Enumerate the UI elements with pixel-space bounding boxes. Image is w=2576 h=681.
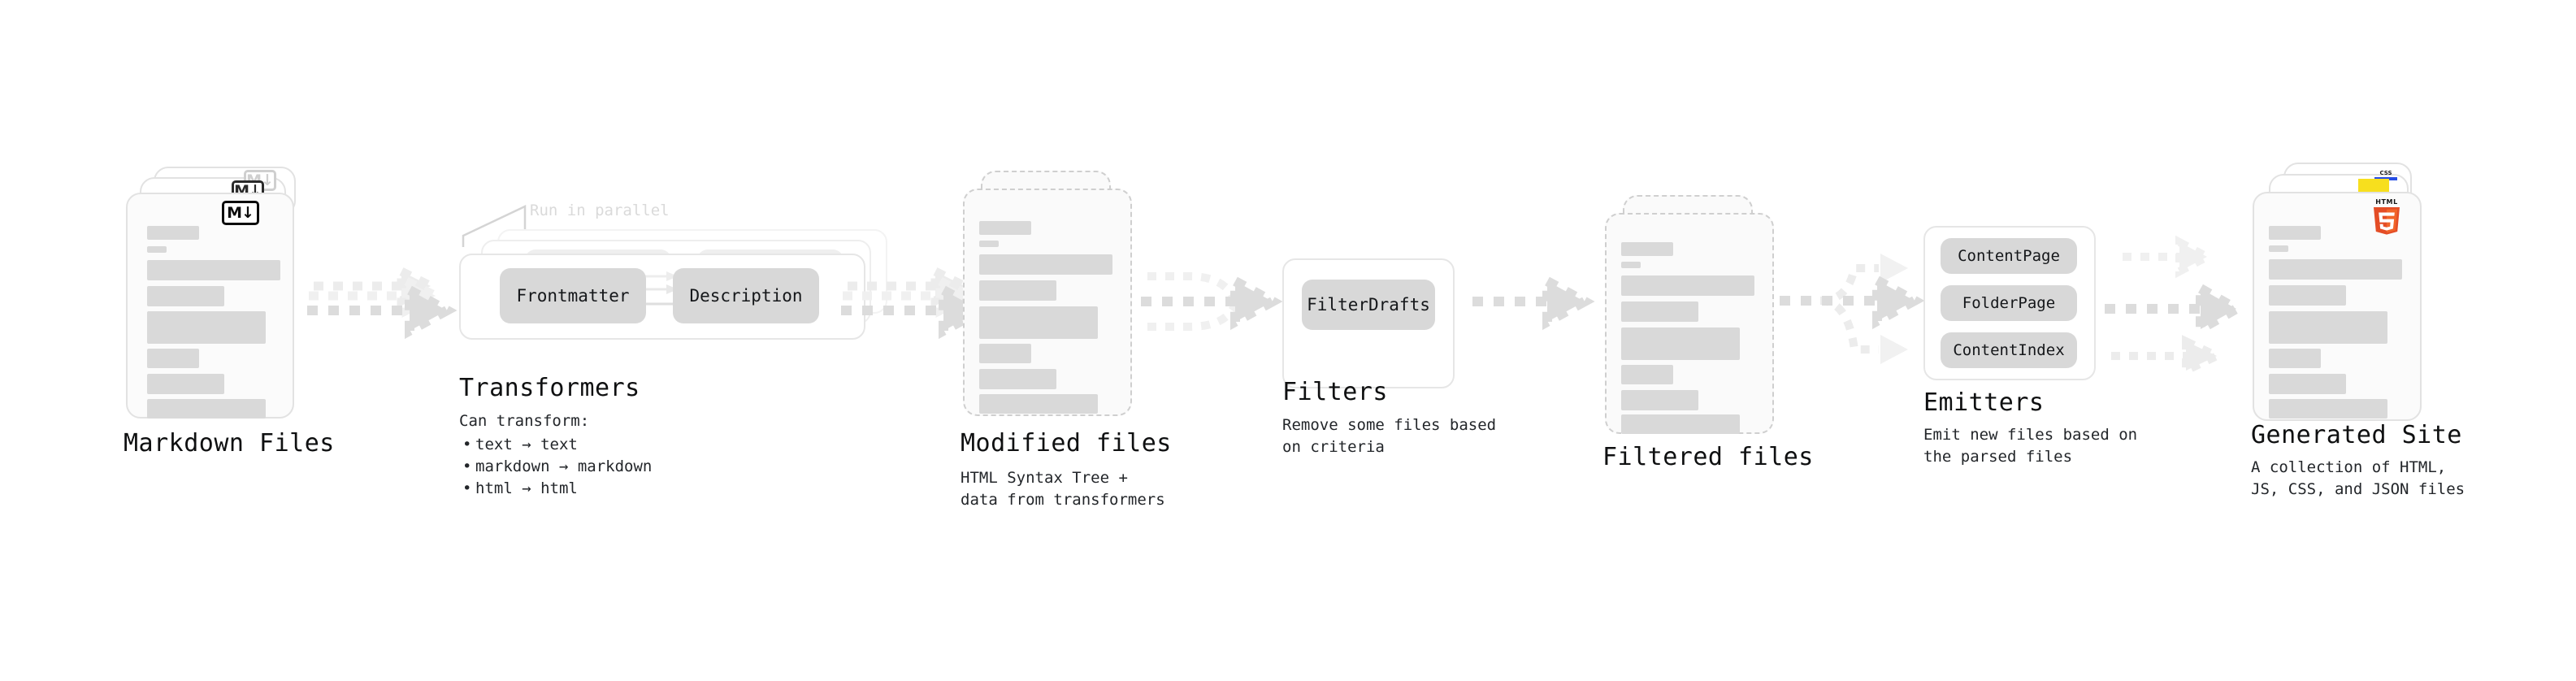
transformers-desc-head: Can transform: xyxy=(459,412,590,430)
doc-line xyxy=(147,246,167,253)
doc-line xyxy=(147,349,199,368)
markdown-badge: M↓ xyxy=(222,201,259,225)
stage-title-markdown-files: Markdown Files xyxy=(124,429,335,458)
modified-file-stack xyxy=(963,171,1138,423)
markdown-badge-arrow-icon: ↓ xyxy=(241,203,254,222)
doc-line xyxy=(979,254,1112,275)
emitter-chip-contentpage[interactable]: ContentPage xyxy=(1941,238,2077,274)
doc-line xyxy=(1621,262,1641,268)
connector-filtered-to-emitters xyxy=(1780,254,1925,364)
connector-transformers-to-modified xyxy=(841,264,991,340)
doc-line xyxy=(147,226,199,240)
run-in-parallel-bracket xyxy=(462,205,527,247)
doc-line xyxy=(1621,365,1673,384)
doc-line xyxy=(979,344,1031,363)
doc-line xyxy=(2269,285,2346,306)
stage-desc-filters: Remove some files based on criteria xyxy=(1282,416,1497,456)
stage-title-emitters: Emitters xyxy=(1923,388,2045,417)
doc-line xyxy=(1621,242,1673,256)
svg-text:CSS: CSS xyxy=(2379,170,2392,176)
svg-text:HTML: HTML xyxy=(2375,198,2398,206)
doc-line xyxy=(147,374,224,394)
markdown-file-stack: M↓ M↓ M↓ xyxy=(126,167,301,419)
bullet-icon: • xyxy=(462,479,472,497)
filtered-file-stack xyxy=(1605,195,1780,447)
emitter-chip-folderpage[interactable]: FolderPage xyxy=(1941,285,2077,321)
stage-desc-transformers: Can transform: •text → text •markdown → … xyxy=(459,410,727,500)
doc-line xyxy=(2269,374,2346,394)
markdown-badge-letter: M xyxy=(227,203,242,222)
transformer-chip-description[interactable]: Description xyxy=(673,268,819,323)
connector-modified-to-filters xyxy=(1141,272,1283,331)
doc-line xyxy=(2269,226,2321,240)
doc-line xyxy=(1621,390,1698,410)
doc-line xyxy=(1621,275,1754,296)
doc-line xyxy=(147,311,266,344)
stage-desc-emitters: Emit new files based on the parsed files xyxy=(1923,426,2138,466)
doc-line xyxy=(2269,349,2321,368)
stage-title-modified-files: Modified files xyxy=(961,429,1172,458)
transformer-chip-frontmatter[interactable]: Frontmatter xyxy=(500,268,646,323)
transformers-desc-list: •text → text •markdown → markdown •html … xyxy=(459,434,727,500)
emitter-chip-label: FolderPage xyxy=(1962,294,2056,312)
transformer-chip-label: Frontmatter xyxy=(516,286,630,306)
stage-title-filters: Filters xyxy=(1282,378,1388,406)
doc-line xyxy=(979,280,1056,301)
doc-line xyxy=(147,399,266,419)
doc-line xyxy=(1621,414,1740,434)
list-item-label: text → text xyxy=(475,436,578,453)
doc-line xyxy=(2269,311,2387,344)
list-item-label: markdown → markdown xyxy=(475,458,653,475)
generated-site-file-stack: CSS HTML xyxy=(2253,163,2439,423)
bullet-icon: • xyxy=(462,436,472,453)
doc-line xyxy=(979,369,1056,389)
stage-title-generated-site: Generated Site xyxy=(2251,421,2462,449)
list-item: •markdown → markdown xyxy=(459,456,727,478)
doc-line xyxy=(147,260,280,280)
doc-line xyxy=(2269,399,2387,419)
bullet-icon: • xyxy=(462,458,472,475)
connector-markdown-to-transformers xyxy=(307,264,458,340)
filter-chip-filterdrafts[interactable]: FilterDrafts xyxy=(1302,280,1435,330)
doc-line xyxy=(147,286,224,306)
doc-line xyxy=(1621,327,1740,360)
doc-line xyxy=(2269,245,2288,252)
list-item: •html → html xyxy=(459,478,727,500)
doc-line xyxy=(2269,259,2402,280)
stage-desc-generated-site: A collection of HTML, JS, CSS, and JSON … xyxy=(2251,458,2465,498)
doc-line xyxy=(979,394,1098,414)
filter-chip-label: FilterDrafts xyxy=(1307,295,1430,314)
stage-title-transformers: Transformers xyxy=(459,374,640,402)
doc-line xyxy=(979,241,999,247)
emitter-chip-label: ContentIndex xyxy=(1953,341,2065,359)
transformer-chip-label: Description xyxy=(689,286,803,306)
doc-line xyxy=(979,306,1098,339)
emitter-chip-label: ContentPage xyxy=(1958,247,2060,265)
html5-badge-icon: HTML xyxy=(2374,198,2400,235)
stage-desc-modified-files: HTML Syntax Tree + data from transformer… xyxy=(961,469,1165,509)
list-item-label: html → html xyxy=(475,479,578,497)
doc-line xyxy=(979,221,1031,235)
run-in-parallel-label: Run in parallel xyxy=(530,202,670,219)
stage-title-filtered-files: Filtered files xyxy=(1602,443,1814,471)
connector-emitters-to-site xyxy=(2105,235,2247,377)
list-item: •text → text xyxy=(459,434,727,456)
doc-line xyxy=(1621,301,1698,322)
emitter-chip-contentindex[interactable]: ContentIndex xyxy=(1941,332,2077,368)
connector-filters-to-filtered xyxy=(1472,272,1595,331)
